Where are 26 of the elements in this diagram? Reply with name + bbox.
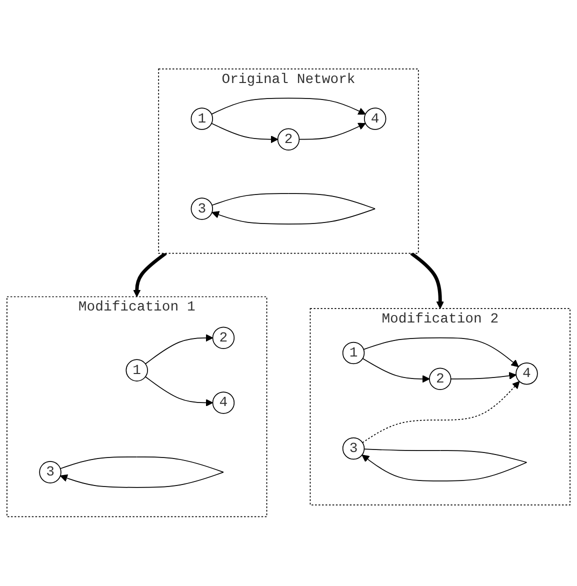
node-circle: 4 [212,392,235,414]
arrow [298,123,366,140]
node-circle: 4 [364,108,386,130]
arrow [362,358,430,383]
arrow [133,252,167,298]
node-circle: 3 [39,461,62,484]
arrow [363,338,519,368]
arrow [362,381,520,444]
node-circle: 1 [342,342,365,364]
arrow [450,372,516,380]
arrow [211,123,278,144]
node-circle: 3 [342,438,365,460]
node-circle: 1 [126,359,148,382]
node-circle: 3 [190,198,214,220]
arrow [362,448,528,482]
node-circle: 1 [190,108,214,130]
arrow [211,98,366,115]
node-circle: 4 [516,362,538,385]
arrow [212,193,376,225]
node-circle: 2 [277,128,300,151]
arrow [60,456,224,488]
node-circle: 2 [429,368,452,390]
arrow [145,376,214,407]
arrow [145,334,214,364]
node-circle: 2 [212,326,235,350]
arrow [410,252,444,310]
